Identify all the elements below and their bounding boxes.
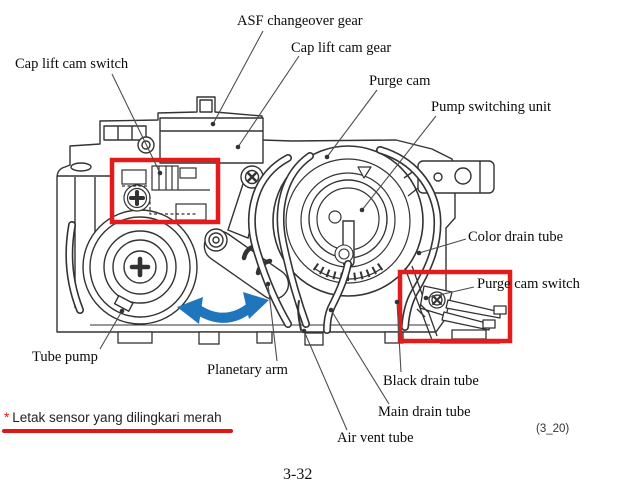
figure-reference: (3_20) bbox=[536, 423, 570, 435]
sensor-note: *Letak sensor yang dilingkari merah bbox=[4, 410, 222, 425]
label-tube-pump: Tube pump bbox=[32, 349, 98, 365]
label-cap-lift-cam-switch: Cap lift cam switch bbox=[15, 56, 129, 72]
drain-tubes bbox=[65, 146, 442, 334]
label-air-vent-tube: Air vent tube bbox=[337, 430, 414, 446]
label-cap-lift-cam-gear: Cap lift cam gear bbox=[291, 40, 392, 56]
cap-lift-cam-switch-parts bbox=[121, 165, 210, 221]
label-purge-cam-switch: Purge cam switch bbox=[477, 276, 580, 292]
rotation-arrow-icon bbox=[177, 292, 269, 324]
leader-dots bbox=[119, 121, 429, 334]
label-color-drain-tube: Color drain tube bbox=[468, 229, 564, 245]
purge-cam-assembly bbox=[272, 145, 424, 297]
page-number: 3-32 bbox=[283, 466, 313, 483]
tube-pump-assembly bbox=[82, 209, 198, 325]
base-feet bbox=[117, 331, 404, 346]
sensor-highlight-box-right bbox=[397, 269, 513, 344]
note-text: Letak sensor yang dilingkari merah bbox=[12, 410, 222, 425]
label-pump-switching-unit: Pump switching unit bbox=[431, 99, 552, 115]
label-asf-changeover-gear: ASF changeover gear bbox=[237, 13, 363, 29]
label-black-drain-tube: Black drain tube bbox=[383, 373, 479, 389]
leader-lines bbox=[99, 30, 475, 431]
sensor-highlight-box-left bbox=[109, 157, 221, 225]
label-planetary-arm: Planetary arm bbox=[207, 362, 288, 378]
pump-switching-unit-bracket bbox=[403, 160, 495, 197]
note-asterisk: * bbox=[4, 410, 10, 425]
note-red-underline bbox=[2, 429, 233, 433]
label-purge-cam: Purge cam bbox=[369, 73, 431, 89]
label-main-drain-tube: Main drain tube bbox=[378, 404, 471, 420]
